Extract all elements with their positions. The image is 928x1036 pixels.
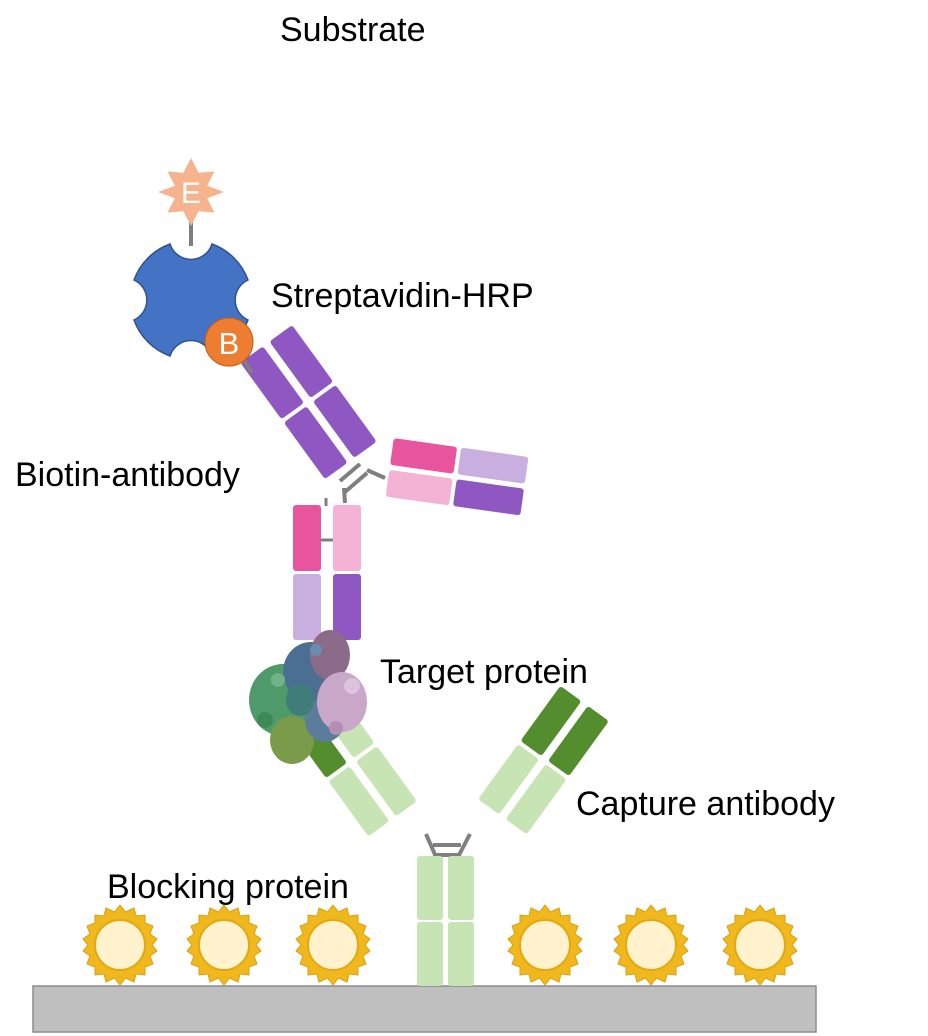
biotin-icon bbox=[204, 317, 254, 367]
label-target-protein: Target protein bbox=[380, 653, 588, 691]
enzyme-icon bbox=[158, 158, 224, 226]
label-streptavidin-hrp: Streptavidin-HRP bbox=[271, 277, 534, 315]
capture-antibody bbox=[287, 687, 608, 986]
blocking-protein bbox=[613, 904, 689, 986]
biotin-antibody-lower-arm bbox=[293, 498, 361, 640]
biotin-glyph: B bbox=[219, 326, 240, 361]
blocking-protein-group bbox=[82, 904, 798, 986]
base-plate bbox=[32, 985, 817, 1033]
enzyme-glyph: E bbox=[181, 177, 201, 210]
label-biotin-antibody: Biotin-antibody bbox=[15, 456, 240, 494]
blocking-protein bbox=[295, 904, 371, 986]
blocking-protein bbox=[722, 904, 798, 986]
label-blocking-protein: Blocking protein bbox=[107, 868, 349, 906]
label-substrate: Substrate bbox=[280, 11, 426, 49]
biotin-antibody bbox=[241, 326, 529, 516]
blocking-protein bbox=[82, 904, 158, 986]
label-capture-antibody: Capture antibody bbox=[576, 785, 835, 823]
target-protein bbox=[249, 630, 367, 764]
blocking-protein bbox=[507, 904, 583, 986]
blocking-protein bbox=[186, 904, 262, 986]
